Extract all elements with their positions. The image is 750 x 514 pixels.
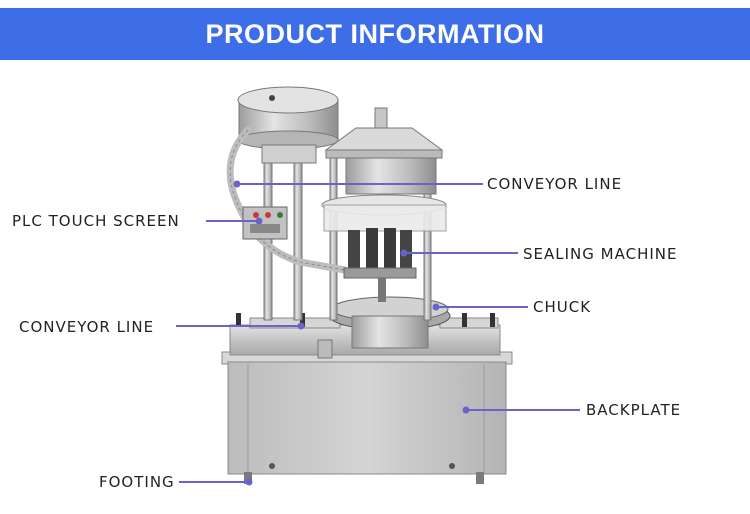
page-title: PRODUCT INFORMATION (205, 18, 545, 49)
label-chuck: CHUCK (533, 298, 592, 316)
leader-dot-footing (245, 478, 253, 486)
base-cabinet (221, 351, 513, 484)
leader-dot-conveyor-left (297, 322, 305, 330)
leader-dot-plc (255, 217, 263, 225)
leader-dot-backplate (462, 406, 470, 414)
label-conveyor-line-top: CONVEYOR LINE (487, 175, 623, 193)
label-footing: FOOTING (99, 473, 175, 491)
label-conveyor-line-left: CONVEYOR LINE (19, 318, 155, 336)
leader-dot-sealing (400, 249, 408, 257)
leader-lines (176, 180, 580, 486)
cap-chute-detail (229, 129, 346, 271)
label-plc-touch-screen: PLC TOUCH SCREEN (12, 212, 180, 230)
control-panel (242, 206, 288, 240)
leader-dot-chuck (432, 303, 440, 311)
label-backplate: BACKPLATE (586, 401, 682, 419)
leader-dot-conveyor-top (233, 180, 241, 188)
label-sealing-machine: SEALING MACHINE (523, 245, 678, 263)
cap-hopper (237, 86, 339, 164)
capping-head (321, 107, 447, 302)
header-banner: PRODUCT INFORMATION (0, 8, 750, 60)
turntable (329, 296, 451, 349)
